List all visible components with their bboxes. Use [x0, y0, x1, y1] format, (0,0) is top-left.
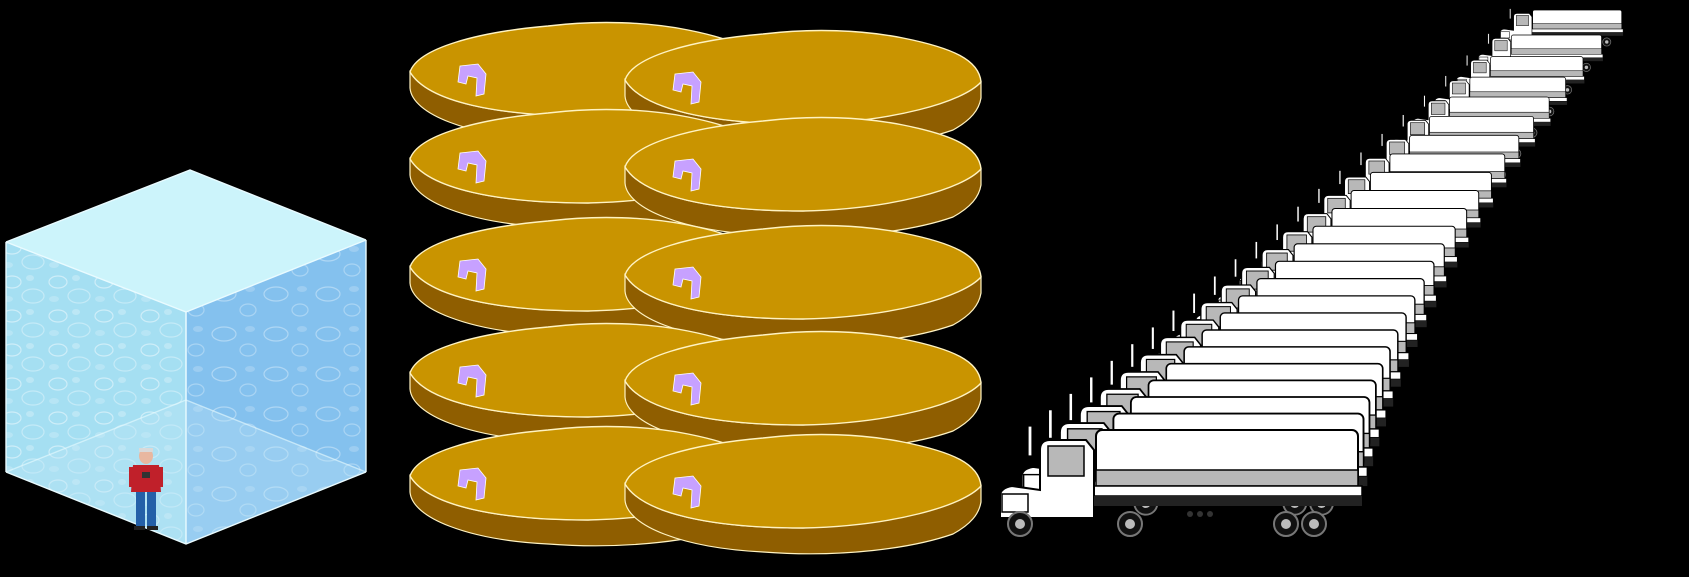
- water-cube-icon: [6, 170, 366, 544]
- truck-convoy: [1000, 9, 1623, 536]
- block-icon: [625, 435, 981, 554]
- block-stack: [410, 23, 981, 554]
- block-icon: [625, 118, 981, 237]
- truck-icon: [1000, 426, 1362, 536]
- block-icon: [625, 226, 981, 345]
